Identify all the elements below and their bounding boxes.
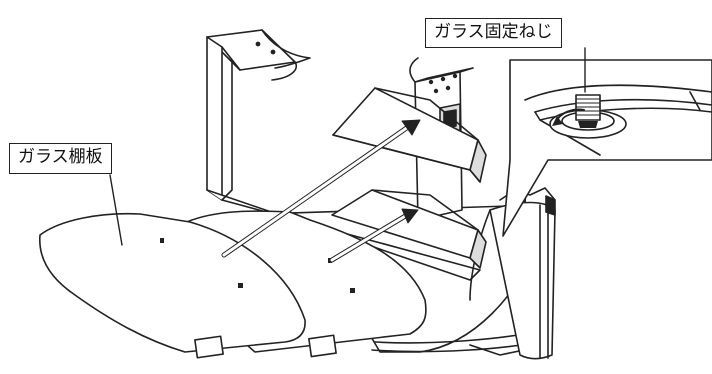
shelf-leader-line	[109, 174, 123, 246]
upper-holder	[332, 87, 487, 183]
insertion-arrows	[221, 119, 421, 263]
glass-shelf-front	[39, 212, 306, 359]
lower-holder	[331, 189, 487, 269]
glass-fixing-screw-label: ガラス固定ねじ	[425, 18, 562, 48]
screw-callout	[502, 47, 712, 237]
glass-shelf-label: ガラス棚板	[9, 143, 112, 174]
